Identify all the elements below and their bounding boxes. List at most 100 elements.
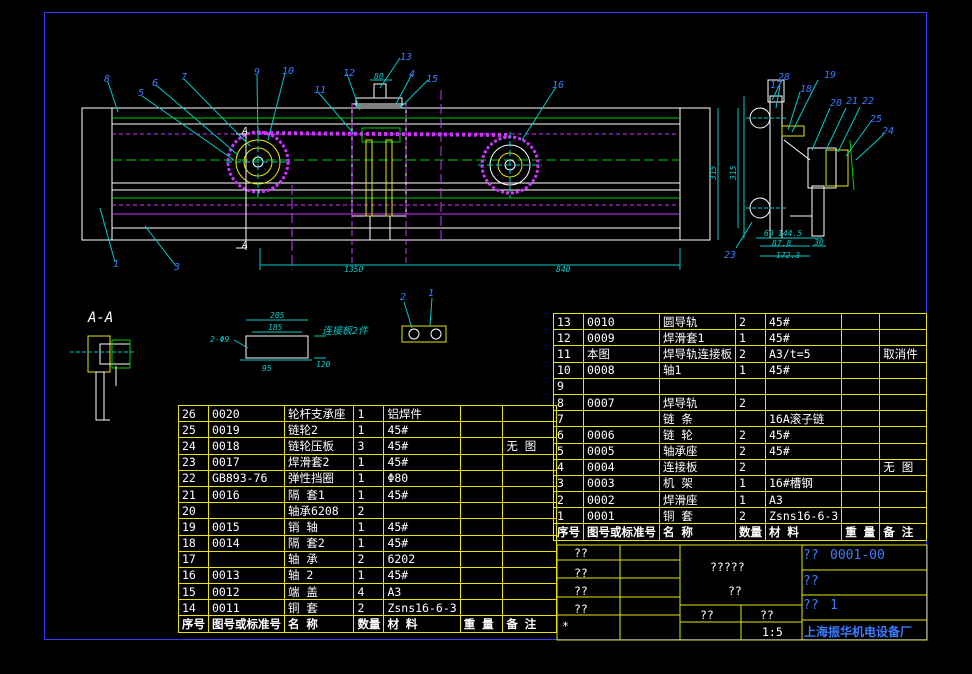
dim-side-60: 60 xyxy=(764,229,774,238)
bom-cell-no: 23 xyxy=(178,453,209,471)
bom-cell-note xyxy=(502,534,557,552)
bom-cell-code: 0020 xyxy=(208,404,285,423)
bom-cell-no: 8 xyxy=(553,393,584,412)
bom-cell-qty: 1 xyxy=(735,361,766,379)
bom-cell-wt xyxy=(841,474,881,493)
bom-cell-qty: 3 xyxy=(353,437,385,455)
callout-main-11: 11 xyxy=(314,85,326,96)
callout-side-17: 17 xyxy=(770,80,782,91)
callout-main-6: 6 xyxy=(152,78,158,89)
table-header-row: 序号图号或标准号名 称数量材 料重 量备 注 xyxy=(178,615,557,633)
bom-cell-mat xyxy=(764,458,843,476)
connecting-plate xyxy=(233,319,326,361)
callout-side-20: 20 xyxy=(830,98,842,109)
bom-cell-wt xyxy=(841,491,881,509)
slider-carriage xyxy=(351,83,407,265)
bom-cell-mat: 45# xyxy=(383,518,461,536)
tb-center-sub: ?? xyxy=(728,584,742,598)
bom-cell-qty: 2 xyxy=(735,312,766,331)
bom-header-name: 名 称 xyxy=(283,615,355,633)
callout-main-16: 16 xyxy=(552,80,564,91)
callout-side-19: 19 xyxy=(824,70,836,81)
bom-cell-wt xyxy=(459,453,504,471)
bom-cell-wt xyxy=(841,361,881,379)
bom-cell-name: 连接板 xyxy=(659,458,736,476)
dim-side-144: 144.5 xyxy=(778,229,802,238)
bom-cell-mat: 45# xyxy=(383,437,461,455)
bom-cell-code xyxy=(208,502,285,520)
bom-cell-code: 0009 xyxy=(583,329,660,347)
callout-side-23: 23 xyxy=(724,250,736,261)
bom-cell-name: 销 轴 xyxy=(283,518,355,536)
bom-cell-name: 圆导轨 xyxy=(659,312,736,331)
bom-header-mat: 材 料 xyxy=(764,523,843,541)
bom-cell-code: 0001 xyxy=(583,507,660,525)
plate-note: 连接板2件 xyxy=(322,325,369,337)
drawing-frame xyxy=(44,12,927,640)
callout-small-1: 1 xyxy=(428,288,434,299)
bom-cell-note xyxy=(502,469,557,487)
bom-cell-note xyxy=(879,361,927,379)
bom-cell-code: 0017 xyxy=(208,453,285,471)
bom-header-wt: 重 量 xyxy=(459,615,504,633)
bom-cell-code: 0019 xyxy=(208,421,285,439)
bom-cell-name: 链轮2 xyxy=(283,421,355,439)
callout-main-4: 4 xyxy=(409,69,415,80)
bom-cell-no: 21 xyxy=(178,485,209,504)
bom-cell-wt xyxy=(459,502,504,520)
bom-cell-no: 6 xyxy=(553,426,584,444)
bom-cell-code: 0010 xyxy=(583,312,660,331)
bom-cell-wt xyxy=(841,458,881,476)
bom-cell-note xyxy=(879,442,927,460)
bom-cell-mat: 45# xyxy=(383,534,461,552)
callout-main-10: 10 xyxy=(282,66,294,77)
callout-main-8: 8 xyxy=(104,74,110,85)
bom-cell-qty: 2 xyxy=(353,550,385,568)
tb-center-title: ????? xyxy=(710,560,745,574)
dim-plate-95: 95 xyxy=(262,364,272,373)
bom-cell-wt xyxy=(841,410,881,428)
bom-cell-mat: Φ80 xyxy=(383,469,461,487)
bom-cell-note xyxy=(502,453,557,471)
tb-code-label: ?? xyxy=(803,548,819,563)
callout-side-22: 22 xyxy=(862,96,874,107)
bom-header-name: 名 称 xyxy=(659,523,736,541)
bom-cell-mat: 45# xyxy=(764,361,843,379)
bom-header-wt: 重 量 xyxy=(841,523,881,541)
bom-cell-wt xyxy=(459,469,504,487)
bom-header-no: 序号 xyxy=(553,523,584,541)
bom-cell-no: 9 xyxy=(553,377,584,395)
bom-cell-mat xyxy=(764,377,843,395)
bom-cell-name: 轴承座 xyxy=(659,442,736,460)
dim-side-315: 315 xyxy=(729,165,738,181)
bom-cell-mat: 45# xyxy=(383,485,461,504)
bom-cell-qty: 4 xyxy=(353,583,385,601)
bom-cell-wt xyxy=(459,404,504,423)
bom-cell-wt xyxy=(459,518,504,536)
bom-cell-code: 0015 xyxy=(208,518,285,536)
bom-cell-code: 0012 xyxy=(208,583,285,601)
bom-cell-mat: Zsns16-6-3 xyxy=(383,599,461,617)
bom-cell-name: 焊导轨连接板 xyxy=(659,345,736,363)
bom-cell-mat: 铝焊件 xyxy=(383,404,461,423)
bom-cell-name: 轮杆支承座 xyxy=(283,404,355,423)
dim-315: 315 xyxy=(709,165,718,181)
bom-cell-mat: Zsns16-6-3 xyxy=(764,507,843,525)
bom-cell-note: 无 图 xyxy=(879,458,927,476)
bom-cell-qty: 1 xyxy=(353,421,385,439)
bom-cell-mat: 45# xyxy=(764,312,843,331)
bom-cell-note: 无 图 xyxy=(502,437,557,455)
bom-cell-note xyxy=(502,550,557,568)
